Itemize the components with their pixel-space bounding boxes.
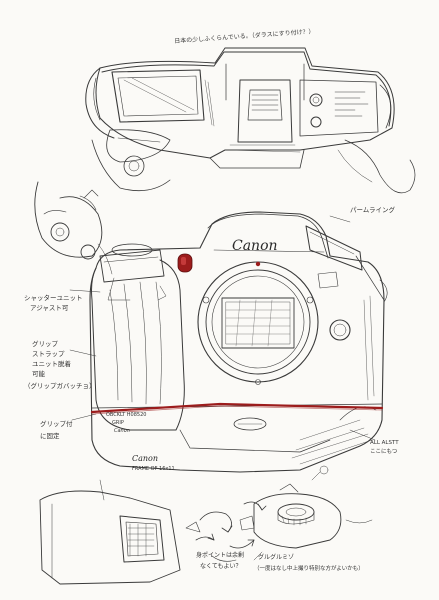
note-bottom-mid-1: 身ポイントは余剰 [196, 552, 245, 559]
note-grip-fix-1: グリップ付 [40, 420, 73, 428]
note-grip-2: ストラップ [32, 350, 65, 358]
grip-label-1: OBCKLT H08520 [106, 412, 147, 418]
note-bottom-mid-2: なくてもよい？ [200, 563, 242, 570]
shutter-detail-sketch [34, 181, 113, 275]
note-hold-here-1: ALL ALSTT [370, 440, 399, 446]
note-grip-5: （グリップガバッチョ） [24, 382, 96, 390]
camera-top-view [85, 47, 416, 194]
af-assist-lamp [177, 253, 193, 273]
note-grip-1: グリップ [32, 340, 58, 348]
red-index-dot [255, 261, 261, 267]
note-palm-rest: パームライング [350, 206, 395, 214]
note-bottom-right-2: （一度はなし中上撮り特別な方がよいかも） [254, 566, 364, 572]
red-accent-line [90, 402, 384, 414]
note-hold-here-2: ここにもつ [370, 449, 398, 455]
note-bottom-right-1: グルグルミゾ [258, 554, 295, 561]
note-shutter-unit-2: アジャスト可 [30, 304, 69, 312]
grip-label-2: GRIP [112, 420, 124, 426]
canon-logo-main: Canon [232, 238, 278, 254]
grip-bottom-label: FRAME OF 16x11 [132, 466, 175, 472]
grip-attachment-detail [39, 479, 181, 585]
note-grip-fix-2: に固定 [40, 432, 60, 440]
note-grip-3: ユニット脱着 [32, 360, 71, 368]
grip-label-3: Canon [114, 428, 130, 434]
note-shutter-unit-1: シャッターユニット [24, 294, 83, 302]
canon-logo-grip: Canon [132, 454, 159, 463]
mode-dial-detail [253, 465, 373, 561]
note-grip-4: 可能 [32, 370, 45, 378]
